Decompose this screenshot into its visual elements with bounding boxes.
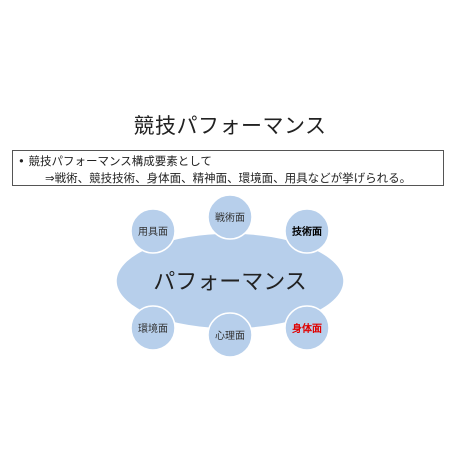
node-label: 用具面 [138, 226, 168, 238]
diagram-node: 心理面 [207, 312, 253, 358]
node-label: 戦術面 [215, 211, 245, 224]
diagram-node: 戦術面 [207, 195, 253, 240]
node-label: 心理面 [215, 330, 245, 342]
text-box: • 競技パフォーマンス構成要素として ⇒戦術、競技技術、身体面、精神面、環境面、… [12, 150, 444, 186]
node-label: 身体面 [292, 322, 322, 335]
diagram-node: 身体面 [284, 305, 330, 351]
detail-line: ⇒戦術、競技技術、身体面、精神面、環境面、用具などが挙げられる。 [45, 171, 412, 185]
diagram-node: 用具面 [130, 208, 176, 254]
node-circle [130, 208, 176, 254]
performance-diagram: パフォーマンス 用具面 戦術面技術面環境面心理面 身体面 [0, 195, 460, 365]
node-label: 技術面 [292, 225, 322, 238]
node-circle [130, 305, 176, 351]
diagram-node: 技術面 [284, 208, 330, 254]
center-label: パフォーマンス [153, 270, 307, 295]
node-circle [284, 305, 330, 351]
node-circle [207, 312, 253, 358]
diagram-node: 環境面 [130, 305, 176, 351]
slide-title: 競技パフォーマンス [133, 114, 327, 138]
node-label: 環境面 [138, 322, 168, 335]
node-circle [207, 195, 253, 240]
bullet-line: • 競技パフォーマンス構成要素として [18, 154, 212, 168]
node-circle [284, 208, 330, 254]
